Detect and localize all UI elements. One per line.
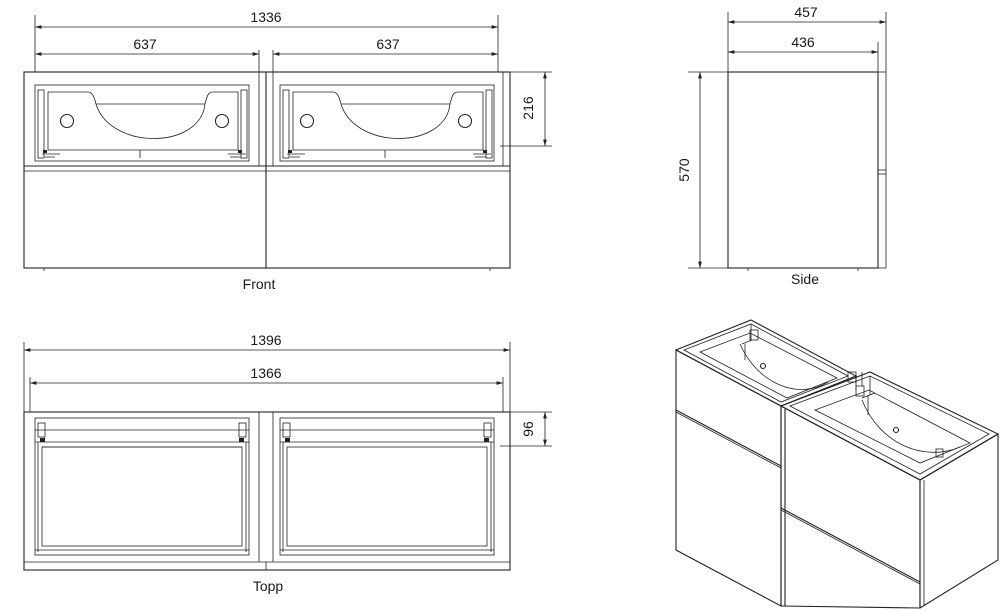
top-outer-width-label: 1396 xyxy=(250,332,281,348)
side-cabinet-body xyxy=(727,71,887,271)
iso-front-left-module xyxy=(675,349,782,607)
top-dim-inner: 1366 xyxy=(29,365,504,412)
front-left-drawer-width-label: 637 xyxy=(133,36,157,52)
front-view-label: Front xyxy=(243,276,276,292)
top-dim-outer: 1396 xyxy=(23,332,511,412)
front-left-drain-hole xyxy=(59,113,75,129)
front-right-drawer-width-label: 637 xyxy=(376,36,400,52)
side-dim-depth-outer: 457 xyxy=(727,4,887,72)
top-inner-width-label: 1366 xyxy=(250,365,281,381)
side-height-label: 570 xyxy=(676,158,692,182)
front-right-overflow-hole xyxy=(457,113,473,129)
iso-top-rims xyxy=(674,319,1000,481)
front-left-overflow-hole xyxy=(214,113,230,129)
iso-connector xyxy=(855,372,863,390)
front-cabinet-body xyxy=(23,71,511,271)
isometric-view xyxy=(674,319,1000,609)
side-dim-depth-inner: 436 xyxy=(728,34,879,72)
top-dim-depth: 96 xyxy=(500,411,552,447)
top-cabinet-outline xyxy=(23,411,511,571)
iso-side-face xyxy=(919,433,999,609)
top-view: 1396 1366 96 xyxy=(23,332,552,594)
front-right-drain-hole xyxy=(299,113,315,129)
top-depth-label: 96 xyxy=(520,421,536,437)
front-dim-overall: 1336 xyxy=(34,9,499,72)
iso-right-interior xyxy=(814,376,971,464)
side-depth-outer-label: 457 xyxy=(794,4,818,20)
front-left-drawer xyxy=(34,84,250,162)
front-drawer-height-label: 216 xyxy=(520,96,536,120)
front-dim-right-drawer: 637 xyxy=(272,36,498,72)
top-left-drawer xyxy=(34,417,250,556)
front-overall-width-label: 1336 xyxy=(250,9,281,25)
top-right-drawer xyxy=(279,417,495,556)
side-view-label: Side xyxy=(791,271,819,287)
side-dim-height: 570 xyxy=(676,71,728,269)
front-view: 1336 637 637 216 xyxy=(23,9,552,292)
front-right-drawer xyxy=(279,84,495,162)
front-dim-drawer-height: 216 xyxy=(500,71,552,147)
side-view: 457 436 570 Side xyxy=(676,4,887,287)
iso-front-right-module xyxy=(780,405,921,609)
side-depth-inner-label: 436 xyxy=(791,34,815,50)
front-dim-left-drawer: 637 xyxy=(35,36,260,72)
top-view-label: Topp xyxy=(253,578,284,594)
iso-left-interior xyxy=(699,324,857,399)
